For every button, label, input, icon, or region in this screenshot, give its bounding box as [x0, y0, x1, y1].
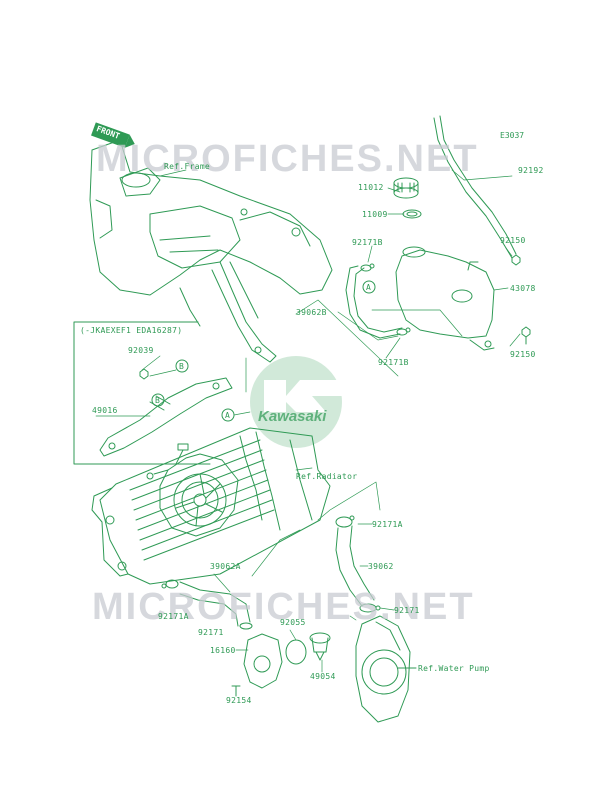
hose-clamp-a1 — [161, 579, 179, 589]
watermark-bottom: MICROFICHES.NET — [92, 586, 475, 628]
label-ref-radiator: Ref.Radiator — [296, 472, 358, 481]
label-92171b-upper: 92171B — [352, 238, 383, 247]
label-92171a-left: 92171A — [158, 612, 189, 621]
hose-clamp-b1 — [360, 263, 375, 272]
reservoir-tank — [395, 246, 495, 351]
label-ref-frame: Ref.Frame — [164, 162, 211, 171]
radiator — [91, 427, 331, 585]
label-ref-water-pump: Ref.Water Pump — [418, 664, 490, 673]
kawasaki-logo — [250, 356, 344, 448]
label-92171a-right: 92171A — [372, 520, 403, 529]
bolt-92150-top — [511, 254, 521, 266]
callout-a-upper-label: A — [366, 283, 372, 292]
frame-assembly — [89, 139, 333, 363]
label-92150-upper: 92150 — [500, 236, 526, 245]
label-92171-left: 92171 — [198, 628, 224, 637]
label-92171b-lower: 92171B — [378, 358, 409, 367]
reservoir-hose — [345, 265, 403, 339]
watermark-top: MICROFICHES.NET — [96, 138, 479, 180]
bolt-92039 — [139, 368, 149, 380]
label-92171-right: 92171 — [394, 606, 420, 615]
label-49054: 49054 — [310, 672, 336, 681]
label-39062b: 39062B — [296, 308, 327, 317]
label-11009: 11009 — [362, 210, 388, 219]
o-ring-92055 — [285, 639, 307, 665]
label-92192: 92192 — [518, 166, 544, 175]
callout-a-lower-label: A — [225, 411, 231, 420]
reservoir-cap — [393, 177, 419, 199]
label-39062: 39062 — [368, 562, 394, 571]
callout-b-upper — [175, 359, 189, 373]
figure-code: E3037 — [500, 131, 525, 140]
cap-gasket — [402, 209, 422, 219]
bolt-92154 — [231, 685, 241, 697]
label-92150-lower: 92150 — [510, 350, 536, 359]
label-11012: 11012 — [358, 183, 384, 192]
callout-b-lower-label: B — [155, 396, 161, 405]
bolt-92150-bottom — [521, 326, 531, 345]
thermostat — [309, 632, 331, 661]
label-43078: 43078 — [510, 284, 536, 293]
callout-b-lower — [151, 393, 165, 407]
callout-b-upper-label: B — [179, 362, 185, 371]
label-92055: 92055 — [280, 618, 306, 627]
water-pump-cover — [355, 615, 417, 723]
hose-clamp-b2 — [396, 327, 411, 336]
overflow-hose — [433, 115, 517, 259]
label-16160: 16160 — [210, 646, 236, 655]
brand-wordmark: Kawasaki — [258, 408, 327, 425]
hose-clamp-92171-left — [239, 622, 253, 630]
front-arrow-tag — [91, 122, 135, 148]
label-92154: 92154 — [226, 696, 252, 705]
radiator-upper-hose — [335, 525, 375, 607]
label-92039: 92039 — [128, 346, 154, 355]
radiator-lower-hose — [179, 581, 251, 627]
thermostat-housing — [243, 633, 283, 689]
inset-box-outline — [73, 321, 211, 465]
hose-clamp-a2 — [335, 515, 355, 528]
label-49016: 49016 — [92, 406, 118, 415]
label-serial-range: (-JKAEXEF1 EDA16287) — [80, 326, 183, 335]
callout-a-upper — [362, 280, 376, 294]
label-39062a: 39062A — [210, 562, 241, 571]
